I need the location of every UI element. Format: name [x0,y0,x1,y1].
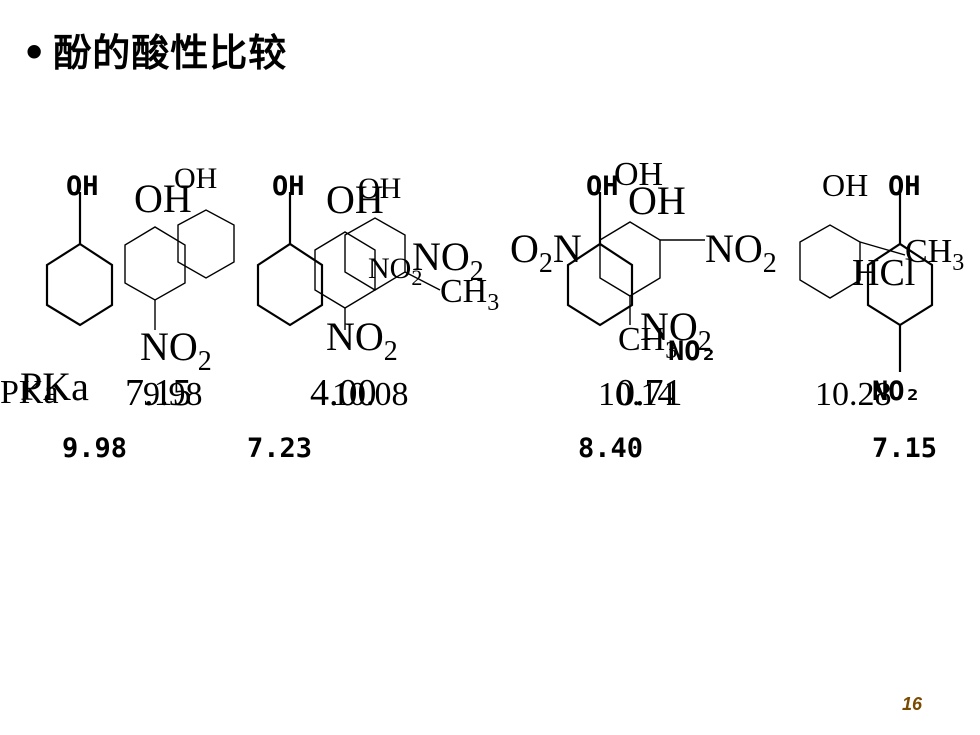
label-oh-scan-4: OH [888,171,921,202]
label-oh-scan-2: OH [272,171,305,202]
label-oh-scan-3: OH [586,171,619,202]
label-no2-3b: NO2 [640,304,712,357]
page-number: 16 [901,694,922,714]
label-oh-3b: OH [614,156,663,193]
label-ch3-3: CH3 [618,321,677,364]
pka2-value-1: 9.98 [62,433,127,464]
ring-1a [124,226,186,301]
label-no2-1: NO2 [140,324,212,377]
pka-label-a: PKa [0,374,59,411]
pka2-value-2: 7.23 [247,433,312,464]
label-no2-3: NO2 [705,226,777,279]
label-hcl-4: HCl [852,252,915,294]
label-oh-3a: OH [628,178,686,223]
pka-value-3: 0.71 [616,372,683,414]
pka2-value-3: 8.40 [578,433,643,464]
label-no2-scan-3: NO₂ [668,336,717,367]
label-ch3-4: CH3 [905,233,964,276]
label-oh-2a: OH [326,177,384,222]
label-oh-1b: OH [174,162,217,195]
ring-3a [599,221,661,297]
bond-ch3-4 [859,241,906,256]
label-no2-2b: NO2 [412,234,484,287]
label-oh-2b: OH [358,172,401,205]
label-oh-scan-1: OH [66,171,99,202]
label-oh-1a: OH [134,176,192,221]
title-text: 酚的酸性比较 [53,31,288,75]
title-bullet: • [22,31,48,75]
ring-4a [799,224,861,299]
pka-value-1: 7.15 [125,372,192,414]
ring-2-scan [256,242,324,327]
pka-label-b: PKa [20,364,89,409]
ring-1b [177,209,235,279]
pka-value-1-shadow: 9.98 [143,376,203,413]
pka-value-4: 10.28 [815,376,892,413]
bond-ch3-2 [404,271,441,291]
label-o2n-3: O2N [510,226,582,279]
pka-value-3-shadow: 10.14 [598,376,675,413]
pka-value-2-shadow: 10.08 [332,376,409,413]
label-no2-2a: NO2 [368,252,422,290]
ring-lines-vector [124,209,906,330]
pka-value-2: 4.00 [310,372,377,414]
label-no2-2c: NO2 [326,314,398,367]
label-oh-4a: OH [822,167,868,203]
slide-title: •酚的酸性比较 [22,22,287,77]
label-no2-scan-4: NO₂ [872,376,921,407]
pka2-value-4: 7.15 [872,433,937,464]
ring-phenol-scan [45,242,114,327]
label-ch3-2: CH3 [440,273,499,316]
